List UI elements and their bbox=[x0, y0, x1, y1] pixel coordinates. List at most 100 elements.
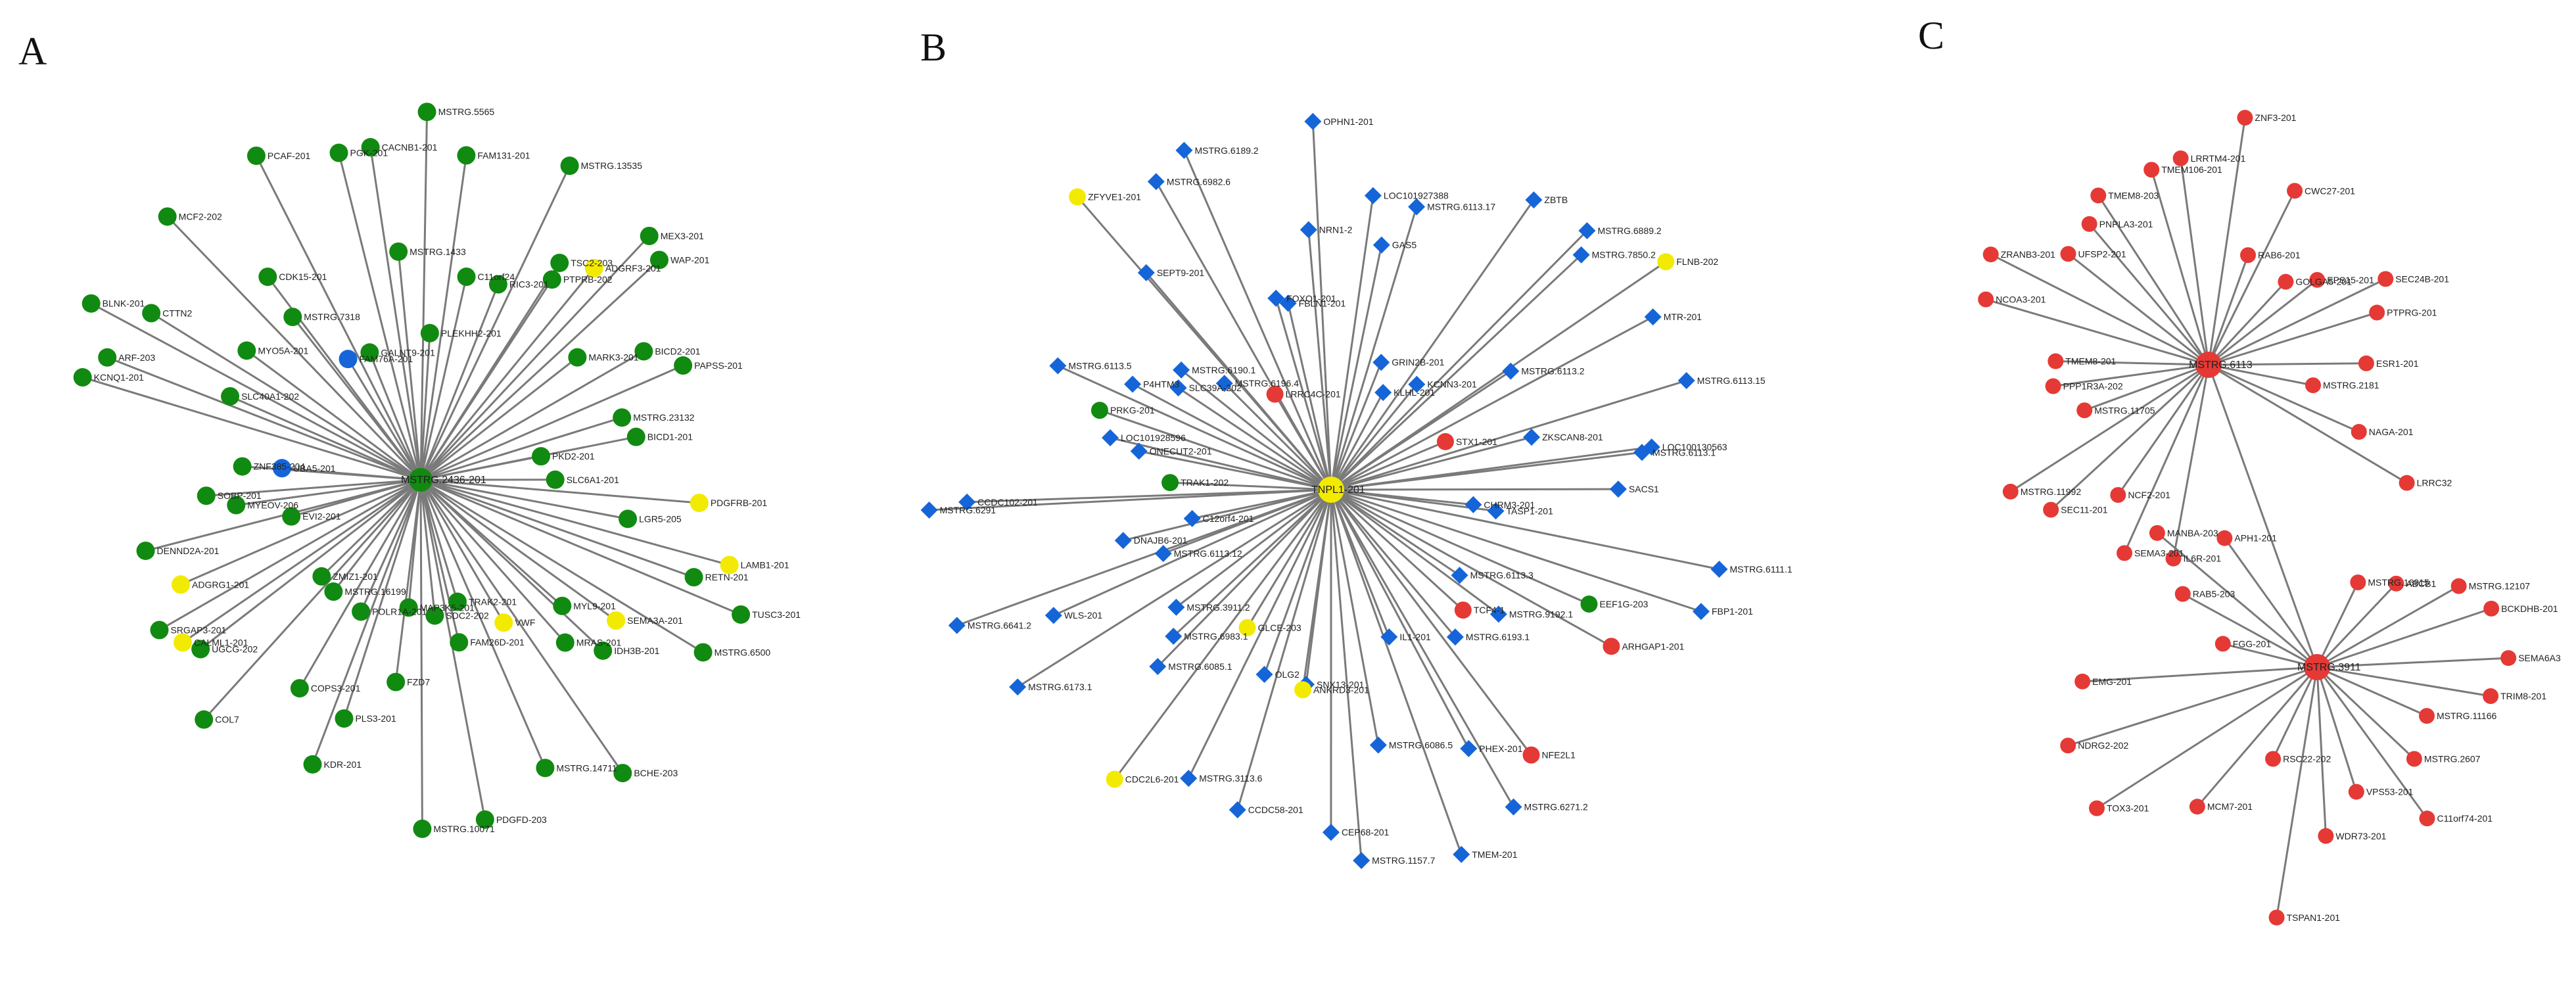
edge bbox=[360, 479, 422, 613]
network-node bbox=[1173, 361, 1190, 379]
edge bbox=[2067, 253, 2209, 366]
network-node bbox=[536, 759, 555, 778]
node-label: MYEOV-206 bbox=[247, 500, 298, 510]
network-node bbox=[1165, 627, 1183, 645]
node-label: SEMA6A3 bbox=[2518, 653, 2561, 663]
node-label: MARK3-201 bbox=[588, 352, 638, 363]
edge bbox=[1330, 440, 1446, 491]
node-label: ANKRD3-201 bbox=[1313, 684, 1369, 695]
network-node bbox=[237, 341, 256, 360]
network-node bbox=[329, 143, 348, 162]
edge bbox=[1263, 489, 1332, 675]
edge bbox=[2316, 582, 2359, 668]
node-label: POLR1A-201 bbox=[372, 606, 427, 617]
network-node bbox=[136, 541, 155, 560]
network-node bbox=[1322, 824, 1340, 841]
edge bbox=[1330, 489, 1363, 861]
edge bbox=[369, 147, 422, 480]
node-label: EEF1G-203 bbox=[1600, 599, 1649, 609]
network-node bbox=[1489, 605, 1507, 623]
network-node bbox=[2172, 150, 2189, 166]
node-label: MSTRG.5565 bbox=[438, 106, 495, 117]
node-label: WLS-201 bbox=[1064, 610, 1103, 621]
network-node bbox=[684, 568, 703, 587]
node-label: ZBTB bbox=[1544, 195, 1568, 205]
edge bbox=[2180, 158, 2210, 365]
hub-node bbox=[2304, 654, 2330, 680]
network-node bbox=[2351, 423, 2367, 440]
node-label: PAPSS-201 bbox=[694, 360, 743, 371]
node-label: KCNQ1-201 bbox=[94, 372, 144, 383]
network-node bbox=[2309, 271, 2326, 288]
network-node bbox=[2002, 483, 2019, 500]
node-label: SOBP-201 bbox=[218, 490, 262, 501]
node-label: CCDC102-201 bbox=[977, 497, 1038, 507]
edge bbox=[420, 479, 741, 616]
node-label: FBLN1-201 bbox=[1299, 298, 1346, 308]
network-node bbox=[2358, 355, 2374, 371]
edge bbox=[1330, 436, 1532, 491]
hub-node bbox=[409, 468, 433, 492]
node-label: MYL9-201 bbox=[573, 601, 616, 611]
node-label: MAP3K5-201 bbox=[420, 602, 475, 613]
node-label: ZNF3-201 bbox=[2255, 112, 2296, 123]
network-node bbox=[450, 633, 469, 652]
network-node bbox=[674, 356, 693, 375]
node-label: SLC40A1-202 bbox=[241, 391, 299, 402]
node-label: MSTRG.11166 bbox=[2437, 711, 2497, 721]
network-node bbox=[2045, 378, 2061, 394]
edge bbox=[1187, 489, 1332, 779]
edge bbox=[2009, 363, 2209, 493]
node-label: MSTRG.10071 bbox=[433, 824, 495, 834]
node-label: PDGFD-203 bbox=[496, 814, 547, 825]
node-label: MSTRG.7318 bbox=[304, 312, 360, 322]
network-node bbox=[1090, 402, 1108, 419]
network-node bbox=[361, 138, 380, 157]
network-node bbox=[1446, 628, 1464, 646]
network-node bbox=[282, 507, 301, 526]
network-node bbox=[2090, 187, 2107, 204]
edge bbox=[2316, 585, 2460, 668]
network-node bbox=[1454, 601, 1472, 619]
network-node bbox=[1380, 628, 1398, 646]
network-node bbox=[546, 470, 565, 489]
edge bbox=[419, 479, 604, 651]
edge bbox=[1311, 121, 1332, 490]
node-label: MSTRG.6291 bbox=[940, 505, 996, 515]
node-label: LRRC32 bbox=[2417, 478, 2452, 488]
network-node bbox=[1487, 502, 1505, 520]
node-label: CDK15-201 bbox=[279, 271, 327, 282]
node-label: PRKG-201 bbox=[1110, 405, 1155, 415]
edge bbox=[420, 479, 617, 622]
network-node bbox=[172, 575, 191, 594]
network-node bbox=[613, 408, 632, 427]
node-label: FBP1-201 bbox=[1712, 606, 1753, 617]
edge bbox=[420, 479, 699, 504]
node-label: CCDC58-201 bbox=[1248, 805, 1303, 815]
edge bbox=[200, 479, 421, 650]
node-label: MEX3-201 bbox=[661, 231, 704, 241]
node-label: BCKDHB-201 bbox=[2501, 603, 2558, 614]
edge bbox=[1170, 481, 1332, 491]
edge bbox=[1053, 488, 1332, 617]
node-label: PHEX-201 bbox=[1479, 743, 1522, 754]
node-label: ABCB1 bbox=[2406, 578, 2436, 589]
network-node bbox=[1464, 496, 1482, 513]
node-label: MSTRG.1157.7 bbox=[1372, 855, 1435, 866]
edge bbox=[2067, 666, 2318, 747]
node-label: SEPT9-201 bbox=[1157, 268, 1205, 278]
network-node bbox=[2110, 487, 2126, 504]
node-label: NAGA-201 bbox=[2369, 427, 2414, 437]
node-label: C11orf24 bbox=[478, 271, 515, 282]
node-label: MSTRG.2181 bbox=[2323, 380, 2379, 390]
network-node bbox=[1106, 770, 1123, 788]
edge bbox=[1057, 365, 1332, 491]
node-label: LRRC4C-201 bbox=[1286, 389, 1341, 400]
network-node bbox=[553, 596, 572, 615]
node-label: KLHL-201 bbox=[1393, 387, 1435, 398]
network-node bbox=[1009, 678, 1027, 696]
network-node bbox=[283, 308, 302, 327]
node-label: PGK-201 bbox=[350, 148, 388, 158]
node-label: MSTRG.1433 bbox=[410, 246, 466, 257]
